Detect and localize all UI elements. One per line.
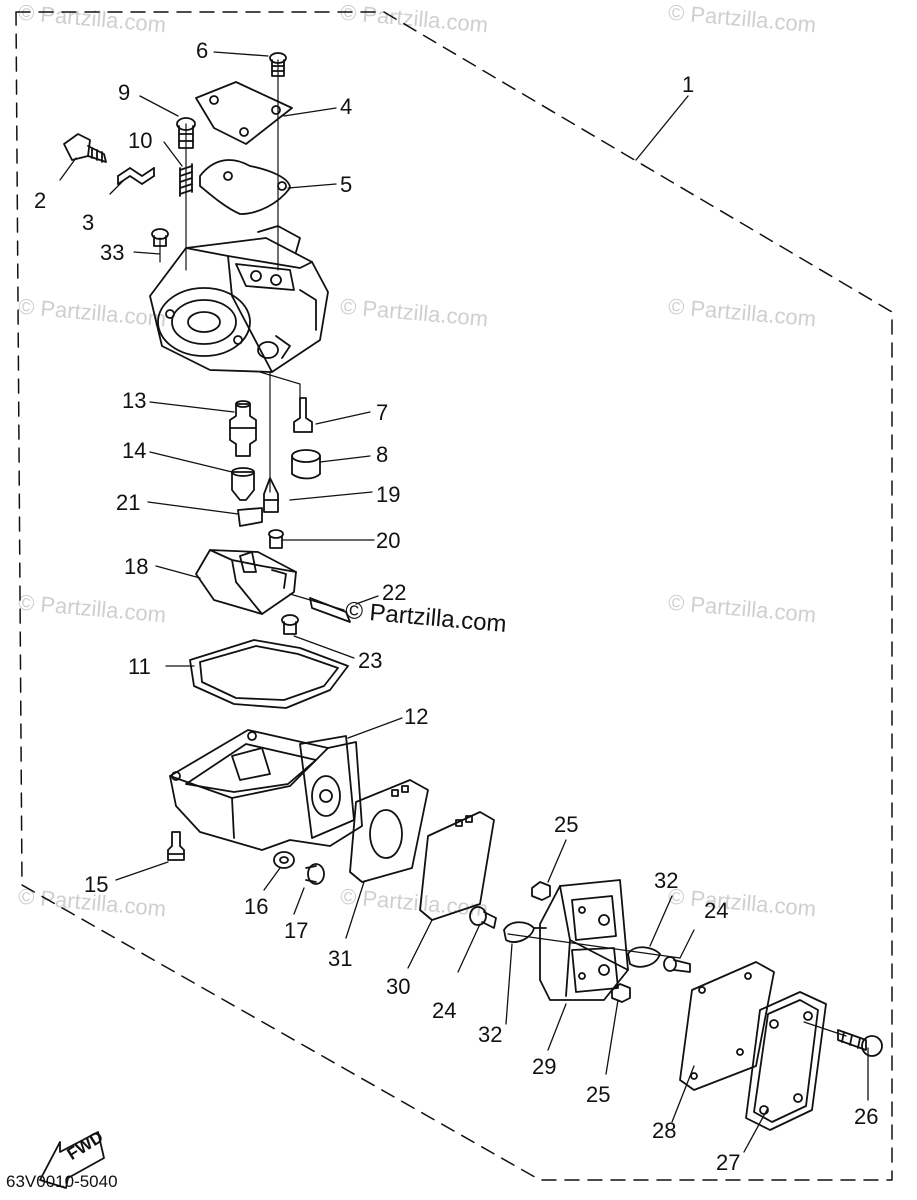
gasket-5 <box>199 159 291 215</box>
pump-cover-27 <box>745 991 827 1131</box>
callout-24-right: 24 <box>704 898 729 923</box>
callout-7: 7 <box>376 400 389 425</box>
drain-screw-17 <box>305 863 325 885</box>
callout-6: 6 <box>196 38 209 63</box>
leader-lines <box>59 51 869 1153</box>
screw-24-right <box>663 956 691 973</box>
callout-33: 33 <box>100 240 125 265</box>
callout-16: 16 <box>244 894 269 919</box>
valve-32-right <box>627 946 661 968</box>
screw-6 <box>269 52 287 77</box>
callout-2: 2 <box>34 188 47 213</box>
needle-valve-19 <box>263 477 279 513</box>
callout-27: 27 <box>716 1150 741 1175</box>
callout-15: 15 <box>84 872 109 897</box>
callout-4: 4 <box>340 94 353 119</box>
gasket-30 <box>419 811 495 921</box>
callout-28: 28 <box>652 1118 677 1143</box>
callout-25-bottom: 25 <box>586 1082 611 1107</box>
callout-3: 3 <box>82 210 95 235</box>
clip-21 <box>237 507 263 527</box>
callout-18: 18 <box>124 554 149 579</box>
fuel-pump-body-29 <box>539 879 629 1001</box>
callout-29: 29 <box>532 1054 557 1079</box>
screw-24-left <box>469 906 497 929</box>
float-18 <box>195 549 297 615</box>
fwd-arrow-icon <box>39 1131 105 1189</box>
callout-19: 19 <box>376 482 401 507</box>
float-pin-22 <box>309 597 351 623</box>
callout-21: 21 <box>116 490 141 515</box>
screw-20 <box>268 529 284 549</box>
callout-30: 30 <box>386 974 411 999</box>
main-nozzle-13 <box>229 400 257 457</box>
float-bowl-12 <box>169 729 363 851</box>
callout-5: 5 <box>340 172 353 197</box>
callout-32-left: 32 <box>478 1022 503 1047</box>
screw-9 <box>176 117 196 149</box>
callout-24-left: 24 <box>432 998 457 1023</box>
nut-25-top <box>531 881 551 901</box>
callout-1: 1 <box>682 72 695 97</box>
spring-10 <box>179 163 193 197</box>
callout-8: 8 <box>376 442 389 467</box>
callout-32-right: 32 <box>654 868 679 893</box>
callout-26: 26 <box>854 1104 879 1129</box>
callout-12: 12 <box>404 704 429 729</box>
callout-9: 9 <box>118 80 131 105</box>
callout-22: 22 <box>382 580 407 605</box>
main-jet-14 <box>231 467 255 501</box>
plug-8 <box>291 449 321 480</box>
callout-11: 11 <box>128 654 151 679</box>
callout-23: 23 <box>358 648 383 673</box>
diagram-code: 63V0010-5040 <box>6 1172 118 1191</box>
cover-plate-4 <box>195 81 293 145</box>
nut-25-bottom <box>611 983 631 1003</box>
screw-23 <box>281 614 299 635</box>
diaphragm-28 <box>679 961 775 1091</box>
assembly-boundary <box>15 11 893 1181</box>
screw-26 <box>837 1029 883 1057</box>
gasket-31 <box>349 779 429 883</box>
axis-lines <box>159 59 847 1037</box>
callout-20: 20 <box>376 528 401 553</box>
pilot-jet-7 <box>293 397 313 433</box>
gasket-11 <box>189 639 349 709</box>
pilot-screw-2 <box>63 133 107 163</box>
callout-31: 31 <box>328 946 353 971</box>
drain-screw-15 <box>167 831 185 861</box>
spring-3 <box>117 167 155 185</box>
callout-17: 17 <box>284 918 309 943</box>
callout-13: 13 <box>122 388 147 413</box>
callout-14: 14 <box>122 438 147 463</box>
screw-33 <box>151 228 169 247</box>
washer-16 <box>273 851 295 869</box>
callout-10: 10 <box>128 128 153 153</box>
callout-25-top: 25 <box>554 812 579 837</box>
carburetor-body <box>149 225 329 373</box>
